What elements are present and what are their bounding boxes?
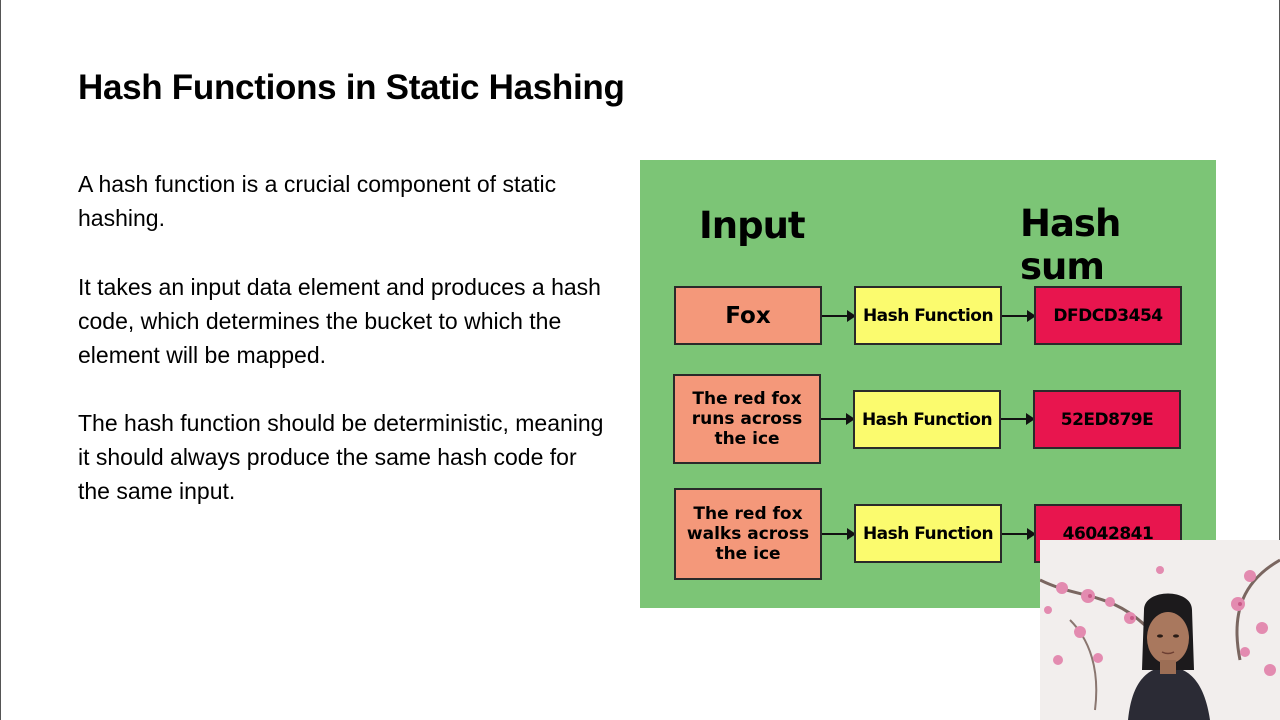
hash-sum-box: DFDCD3454 xyxy=(1034,286,1182,345)
arrow-icon xyxy=(822,528,856,540)
paragraph-2: It takes an input data element and produ… xyxy=(78,274,601,368)
input-box: The red fox runs across the ice xyxy=(673,374,821,464)
hash-sum-box: 52ED879E xyxy=(1033,390,1181,449)
slide-title: Hash Functions in Static Hashing xyxy=(78,68,625,107)
input-box: The red fox walks across the ice xyxy=(674,488,822,580)
paragraph-1: A hash function is a crucial component o… xyxy=(78,171,557,231)
arrow-icon xyxy=(1002,310,1036,322)
presenter-video-image xyxy=(1040,540,1280,720)
hash-sum-header: Hash sum xyxy=(1020,202,1121,288)
hash-function-box: Hash Function xyxy=(854,504,1002,563)
left-edge-line xyxy=(0,0,1,720)
arrow-icon xyxy=(1001,413,1035,425)
arrow-icon xyxy=(1002,528,1036,540)
arrow-icon xyxy=(821,413,855,425)
hash-diagram: Input Hash sum Fox Hash Function DFDCD34… xyxy=(640,160,1216,608)
hash-function-box: Hash Function xyxy=(853,390,1001,449)
presenter-webcam xyxy=(1040,540,1280,720)
input-header: Input xyxy=(699,204,806,247)
paragraph-3: The hash function should be deterministi… xyxy=(78,410,604,504)
hash-function-box: Hash Function xyxy=(854,286,1002,345)
arrow-icon xyxy=(822,310,856,322)
input-box: Fox xyxy=(674,286,822,345)
